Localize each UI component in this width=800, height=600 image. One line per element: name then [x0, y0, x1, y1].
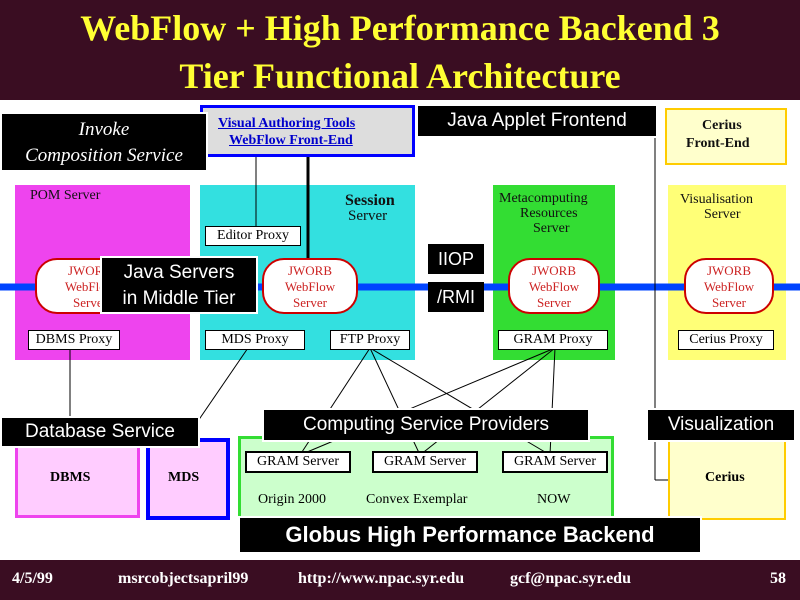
slide-header: WebFlow + High Performance Backend 3 Tie… [0, 0, 800, 100]
cerius-backend-box [668, 438, 786, 520]
session-label-2: Server [348, 208, 388, 224]
jworb-server-meta: JWORB WebFlow Server [508, 258, 600, 314]
cerius-frontend-label-1: Cerius [702, 118, 742, 133]
vis-label-1: Visualisation [680, 192, 754, 207]
slide-title-line1: WebFlow + High Performance Backend 3 [80, 8, 720, 48]
origin-2000-label: Origin 2000 [258, 492, 327, 507]
mds-label: MDS [168, 470, 200, 485]
database-service-callout: Database Service [0, 416, 200, 448]
jworb-pom-line3: Server [73, 295, 107, 310]
invoke-callout-line2: Composition Service [25, 145, 183, 166]
jworb-session-line2: WebFlow [284, 279, 336, 294]
footer-url[interactable]: http://www.npac.syr.edu [298, 570, 465, 587]
jworb-vis-line1: JWORB [706, 263, 752, 278]
jworb-meta-line3: Server [537, 295, 571, 310]
java-applet-frontend-callout: Java Applet Frontend [416, 104, 658, 138]
invoke-callout-line1: Invoke [78, 119, 130, 140]
java-servers-callout: Java Servers in Middle Tier [100, 256, 258, 314]
gram-server-convex: GRAM Server [372, 451, 478, 473]
cerius-backend-label: Cerius [705, 470, 745, 485]
dbms-label: DBMS [50, 470, 91, 485]
vis-label-2: Server [704, 207, 741, 222]
computing-service-callout: Computing Service Providers [262, 408, 590, 442]
gram-proxy: GRAM Proxy [498, 330, 608, 350]
visual-authoring-box [200, 105, 415, 157]
mds-proxy: MDS Proxy [205, 330, 305, 350]
slide-footer: 4/5/99 msrcobjectsapril99 http://www.npa… [0, 560, 800, 600]
convex-exemplar-label: Convex Exemplar [366, 492, 468, 507]
jworb-meta-line2: WebFlow [528, 279, 580, 294]
iiop-label: IIOP [428, 244, 484, 274]
cerius-frontend-box [665, 108, 787, 165]
now-label: NOW [537, 492, 571, 507]
jworb-vis-line3: Server [712, 295, 746, 310]
footer-email[interactable]: gcf@npac.syr.edu [510, 570, 631, 587]
footer-page-number: 58 [770, 570, 786, 587]
editor-proxy: Editor Proxy [205, 226, 301, 246]
slide-title-line2: Tier Functional Architecture [179, 56, 621, 96]
jworb-meta-line1: JWORB [531, 263, 577, 278]
cerius-proxy: Cerius Proxy [678, 330, 774, 350]
meta-label-3: Server [533, 221, 570, 236]
dbms-box [15, 438, 140, 518]
jworb-server-session: JWORB WebFlow Server [262, 258, 358, 314]
dbms-proxy: DBMS Proxy [28, 330, 120, 350]
jworb-session-line1: JWORB [287, 263, 333, 278]
session-label-1: Session [345, 192, 395, 209]
webflow-frontend-label: WebFlow Front-End [229, 133, 353, 148]
cerius-frontend-label-2: Front-End [686, 136, 750, 151]
java-servers-line2: in Middle Tier [122, 288, 236, 309]
mds-box [146, 438, 230, 520]
jworb-session-line3: Server [293, 295, 327, 310]
visual-authoring-label: Visual Authoring Tools [218, 116, 356, 131]
visualization-callout: Visualization [646, 408, 796, 442]
java-servers-line1: Java Servers [123, 262, 235, 283]
jworb-server-vis: JWORB WebFlow Server [684, 258, 774, 314]
footer-filename: msrcobjectsapril99 [118, 570, 249, 587]
globus-backend-callout: Globus High Performance Backend [238, 516, 702, 554]
jworb-vis-line2: WebFlow [703, 279, 755, 294]
gram-server-now: GRAM Server [502, 451, 608, 473]
rmi-label: /RMI [428, 282, 484, 312]
invoke-composition-callout: Invoke Composition Service [0, 112, 208, 172]
footer-date: 4/5/99 [12, 570, 53, 587]
gram-server-origin: GRAM Server [245, 451, 351, 473]
meta-label-1: Metacomputing [499, 191, 588, 206]
pom-server-label: POM Server [30, 188, 101, 203]
meta-label-2: Resources [520, 206, 578, 221]
ftp-proxy: FTP Proxy [330, 330, 410, 350]
